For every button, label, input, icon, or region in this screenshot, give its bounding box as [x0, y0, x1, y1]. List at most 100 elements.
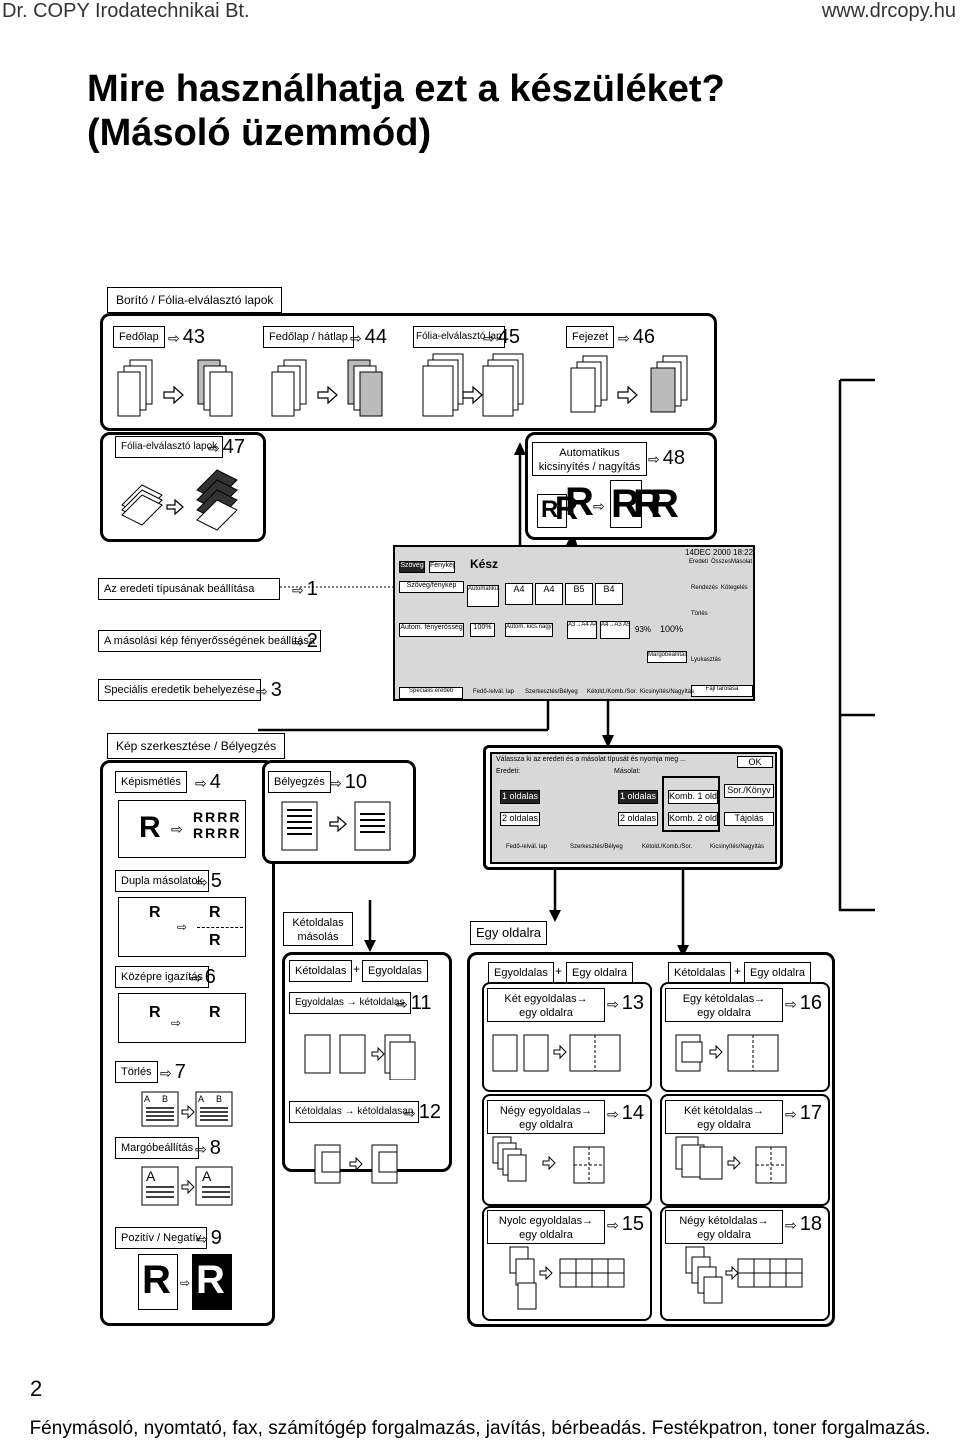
double-copy-label: Dupla másolatok: [115, 870, 209, 892]
duplex-sub-b: Egyoldalas: [362, 960, 428, 982]
duplex-copy-1side[interactable]: 1 oldalas: [618, 790, 658, 804]
screen-paper-2[interactable]: A4: [535, 583, 563, 605]
screen-staple: Törlés: [691, 611, 708, 617]
duplex-orientation[interactable]: Tájolás: [724, 812, 774, 826]
negative-label: Pozitív / Negatív: [115, 1227, 208, 1249]
margin-illustration: A A: [141, 1166, 233, 1206]
r-large-3: R: [650, 482, 679, 526]
arrow-icon: ⇨: [171, 1016, 182, 1030]
duplex11-illustration: [304, 1034, 416, 1080]
arrow-icon: ⇨: [180, 1276, 191, 1290]
duplex-screen: Válassza ki az eredeti és a másolat típu…: [490, 752, 777, 864]
screen-paper-4[interactable]: B4: [595, 583, 623, 605]
item15-label: Nyolc egyoldalas→ egy oldalra: [487, 1210, 605, 1244]
erase-num: ⇨7: [160, 1061, 186, 1083]
group-top-label: Borító / Fólia-elválasztó lapok: [107, 287, 283, 313]
duplex-ok[interactable]: OK: [737, 756, 773, 768]
double-copy-illustration: R ⇨ R R: [118, 897, 246, 957]
duplex-sub-a: Kétoldalas: [289, 960, 353, 982]
repeat-label: Képismétlés: [115, 771, 187, 793]
screen-enlarge[interactable]: A4→A3 A5→A4: [600, 621, 630, 639]
r-small-1: R: [541, 496, 559, 523]
screen-auto-paper[interactable]: Automatikus papírvál.: [467, 585, 499, 607]
duplex-copy-label: Másolat:: [614, 768, 641, 775]
screen-mode-total: Összes: [711, 559, 732, 565]
r-large-2: R: [633, 482, 662, 526]
item18-l1: Négy kétoldalas→: [679, 1215, 769, 1227]
header-url: www.drcopy.hu: [821, 0, 956, 22]
erase-illustration: A B A B: [141, 1091, 233, 1127]
item16-l1: Egy kétoldalas→: [682, 993, 766, 1005]
slip-label: Fólia-elválasztó lap: [413, 326, 505, 348]
stamp-illustration: [281, 801, 391, 851]
screen-reduce[interactable]: A3→A4 A4→A5: [567, 621, 597, 639]
center-illustration: R ⇨ R: [118, 993, 246, 1043]
screen-tab-text[interactable]: Szöveg: [399, 561, 425, 573]
duplex-orig-1side[interactable]: 1 oldalas: [500, 790, 540, 804]
one-side-header: Egy oldalra: [470, 921, 548, 945]
r-small-3: R: [565, 480, 594, 524]
screen-file-store[interactable]: Fájl tárolása: [691, 685, 753, 697]
screen-date: 14DEC 2000 18:22: [685, 548, 754, 557]
item14-num: ⇨14: [607, 1102, 644, 1124]
margin-a1: A: [146, 1168, 156, 1184]
duplex-series-book[interactable]: Sor./Könyv: [724, 784, 774, 798]
screen-special-original[interactable]: Speciális eredeti: [399, 687, 463, 699]
cover-illustrations: [117, 353, 688, 417]
duplex-comb1[interactable]: Komb. 1 old-ra: [668, 790, 718, 804]
density-label: A másolási kép fényerősségének beállítás…: [98, 630, 321, 652]
item13-l2: egy oldalra: [519, 1007, 573, 1019]
margin-num: ⇨8: [195, 1137, 221, 1159]
item16-illustration: [675, 1034, 779, 1072]
duplex-comb2[interactable]: Komb. 2 old-ra: [668, 812, 718, 826]
item18-label: Négy kétoldalas→ egy oldalra: [665, 1210, 783, 1244]
fold-line: [197, 927, 243, 928]
control-panel-screen: Szöveg Fénykép Kész 14DEC 2000 18:22 Szö…: [393, 545, 755, 701]
screen-auto-reduce[interactable]: Autom. kics.nagy.: [505, 623, 553, 637]
duplex-bottom-2: Szerkesztés/Bélyeg: [570, 844, 623, 850]
one-side-col1-plus: +: [555, 964, 563, 978]
duplex-bottom-3: Kétold./Komb./Sor.: [642, 844, 693, 850]
screen-status: Kész: [470, 557, 499, 571]
negative-r-1: R: [142, 1258, 171, 1302]
double-copy-num: ⇨5: [196, 870, 222, 892]
arrow-icon: ⇨: [177, 920, 188, 934]
screen-margin[interactable]: Margóbeállítás: [647, 651, 687, 663]
one-side-col2-a: Kétoldalas: [668, 962, 732, 984]
screen-ratio-100[interactable]: 100%: [470, 623, 495, 637]
screen-bottom-1: Fedő-/elvál. lap: [473, 689, 515, 695]
screen-paper-3[interactable]: B5: [565, 583, 593, 605]
arrow-icon: ⇨: [171, 821, 183, 837]
auto-reduce-illustration: R R R ⇨ R R R: [535, 478, 705, 530]
screen-paper-1[interactable]: A4: [505, 583, 533, 605]
cover-back-label: Fedőlap / hátlap: [263, 326, 354, 348]
double-r-2: R: [209, 904, 221, 921]
duplex12-label: Kétoldalas → kétoldalasan: [289, 1101, 420, 1123]
item16-num: ⇨16: [785, 992, 822, 1014]
cover-label: Fedőlap: [113, 326, 165, 348]
duplex-header: Kétoldalas másolás: [283, 912, 353, 946]
stamp-num: ⇨10: [330, 771, 367, 793]
item16-l2: egy oldalra: [697, 1007, 751, 1019]
screen-punch: Lyukasztás: [691, 657, 721, 663]
page-number: 2: [30, 1376, 43, 1401]
negative-bg: [192, 1254, 232, 1310]
item13-l1: Két egyoldalas→: [504, 993, 588, 1005]
double-r-1: R: [149, 904, 161, 921]
screen-bottom-3: Kétold./Komb./Sor.: [587, 689, 638, 695]
screen-tab-photo[interactable]: Fénykép: [429, 561, 455, 573]
duplex-copy-2side[interactable]: 2 oldalas: [618, 812, 658, 826]
erase-label: Törlés: [115, 1061, 158, 1083]
double-r-3: R: [209, 932, 221, 949]
item17-illustration: [675, 1136, 787, 1184]
screen-auto-density[interactable]: Autom. fényerősség: [399, 623, 464, 637]
item17-l2: egy oldalra: [697, 1119, 751, 1131]
duplex11-label: Egyoldalas → kétoldalas: [289, 992, 411, 1014]
duplex-screen-top: Válassza ki az eredeti és a másolat típu…: [496, 756, 686, 763]
panel-duplex: [282, 952, 452, 1172]
one-side-col2-b: Egy oldalra: [744, 962, 812, 984]
duplex-orig-2side[interactable]: 2 oldalas: [500, 812, 540, 826]
screen-ratio-current: 100%: [660, 624, 684, 634]
screen-text-photo[interactable]: Szöveg/fénykép: [399, 581, 464, 593]
duplex-header-l1: Kétoldalas: [292, 917, 344, 929]
